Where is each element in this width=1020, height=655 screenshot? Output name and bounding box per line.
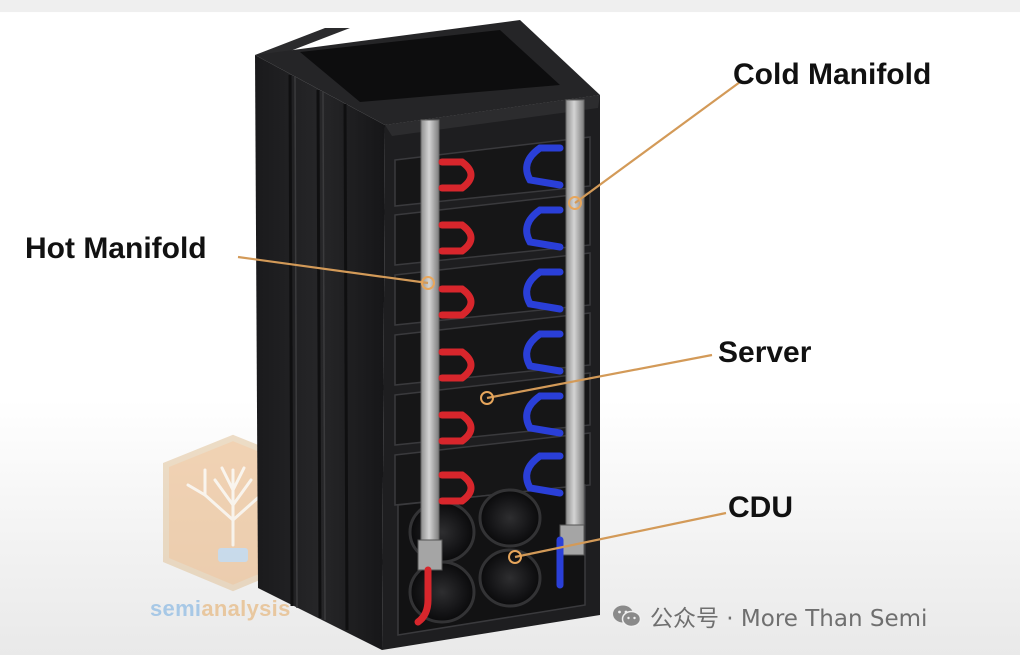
- hot-hoses: [414, 158, 475, 626]
- cdu-label: CDU: [728, 491, 793, 524]
- cold-manifold-label: Cold Manifold: [733, 58, 932, 91]
- semianalysis-watermark: semianalysis: [150, 596, 291, 622]
- leader-dots: [421, 196, 582, 564]
- cold-hoses: [523, 144, 564, 589]
- top-strip: [0, 0, 1020, 12]
- wechat-credit: 公众号 · More Than Semi: [612, 599, 927, 633]
- watermark-part-semi: semi: [150, 596, 202, 621]
- credit-text: 公众号 · More Than Semi: [650, 606, 928, 632]
- cdu-unit: [397, 484, 586, 636]
- watermark-part-analysis: analysis: [201, 596, 291, 621]
- server-label: Server: [718, 336, 812, 369]
- hot-manifold-pipe: [417, 119, 443, 571]
- leader-lines: [237, 81, 741, 559]
- wechat-icon: [613, 605, 642, 628]
- hot-manifold-label: Hot Manifold: [25, 232, 207, 265]
